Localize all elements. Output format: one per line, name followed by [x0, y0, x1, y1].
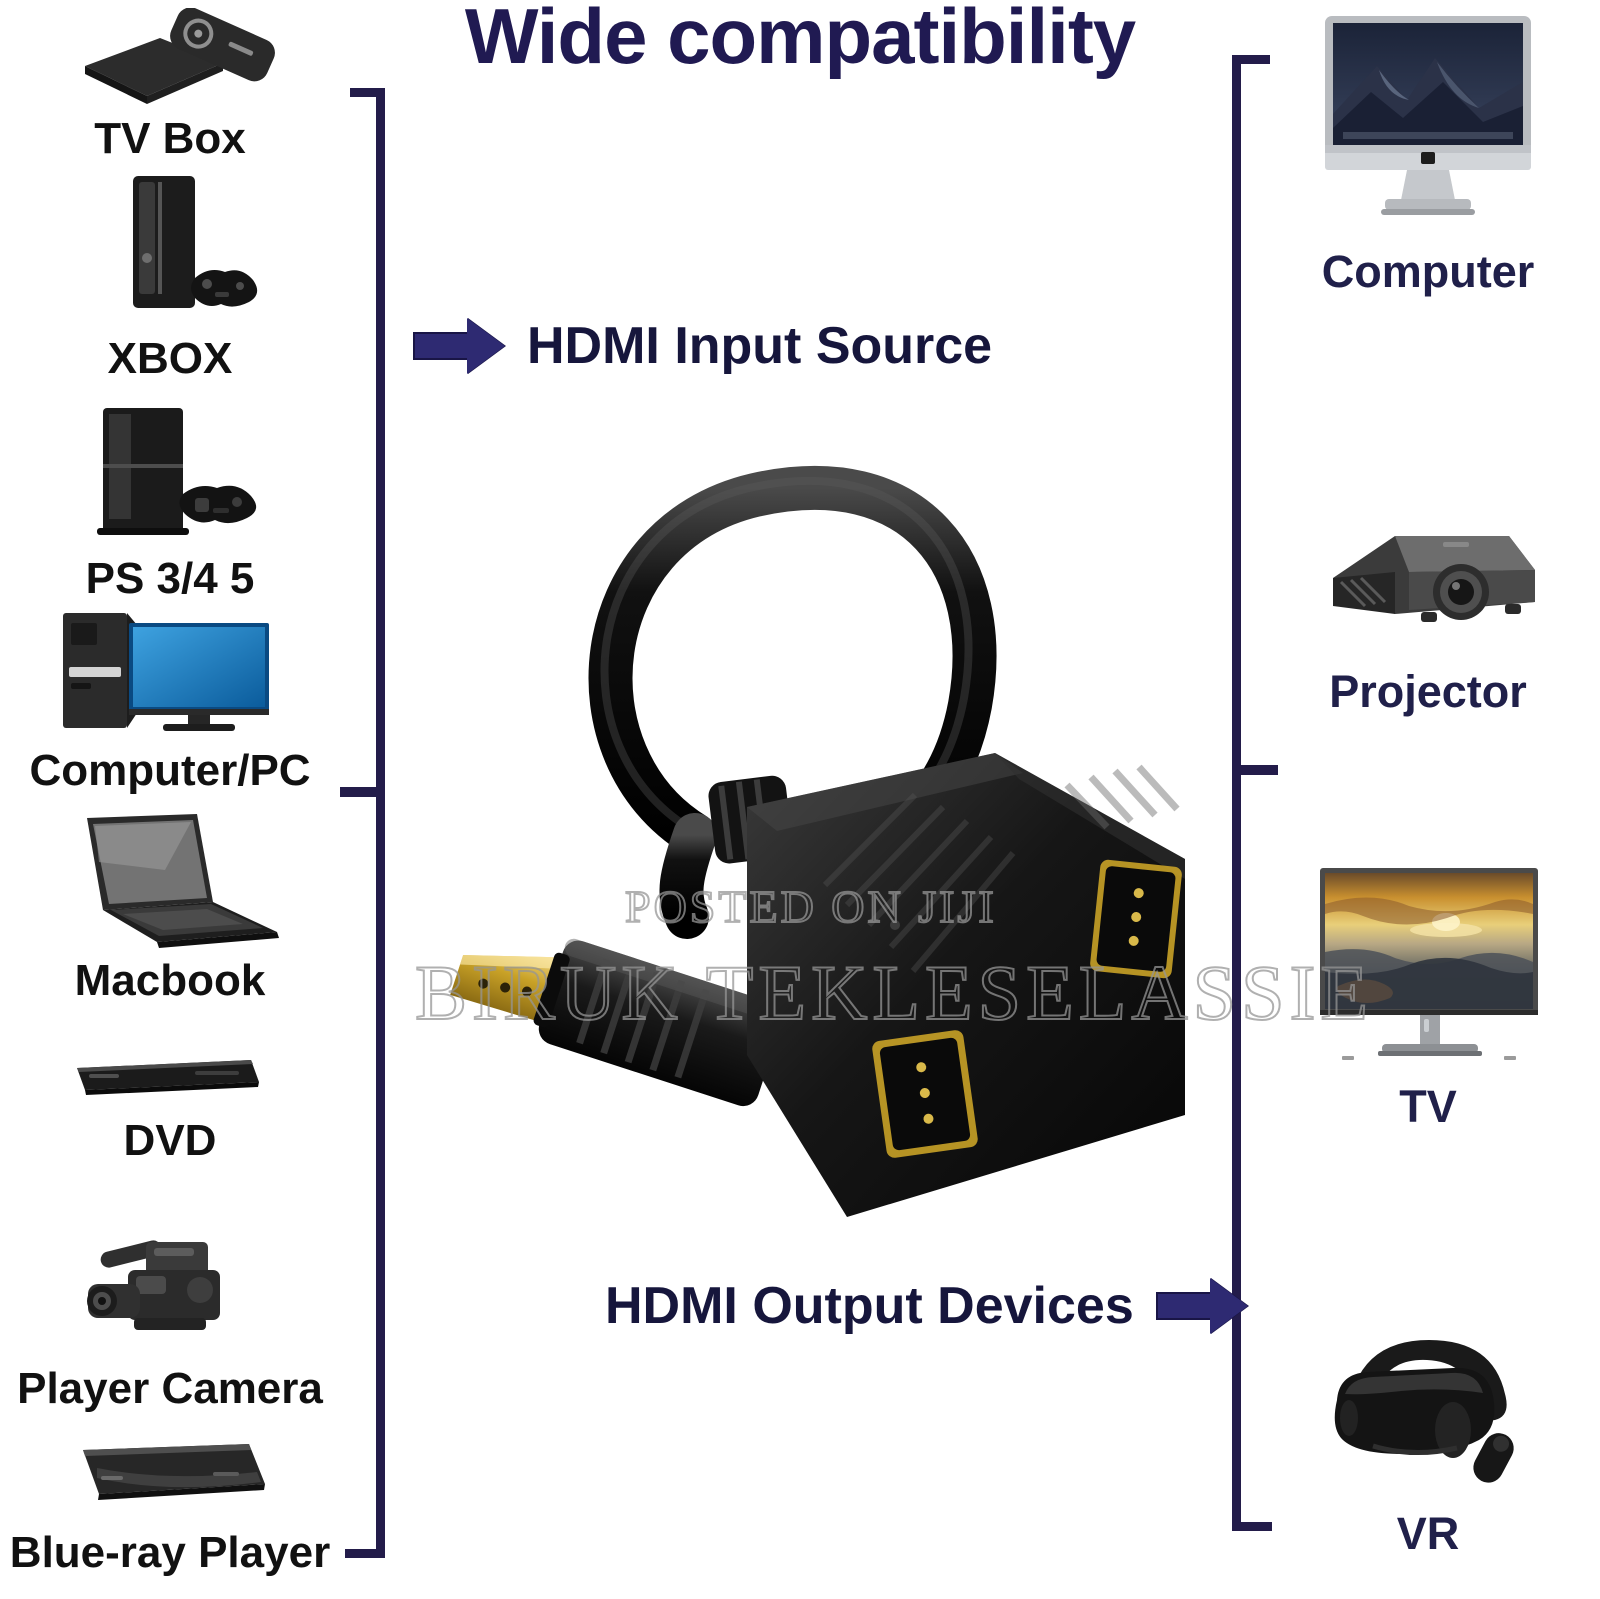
hdmi-input-source-caption: HDMI Input Source [527, 317, 993, 375]
output-item-label: VR [1396, 1508, 1460, 1559]
input-item-label: DVD [123, 1116, 217, 1165]
input-item-macbook: Macbook [0, 810, 340, 1003]
output-item-label: Computer [1321, 246, 1535, 297]
hdmi-output-devices-row: HDMI Output Devices [605, 1278, 1248, 1334]
right-bracket-top-arm [1232, 55, 1270, 64]
output-item-computer: Computer [1258, 10, 1598, 294]
input-item-label: TV Box [94, 114, 246, 163]
arrow-right-icon [1155, 1278, 1248, 1334]
input-item-bluray-player: Blue-ray Player [0, 1432, 340, 1575]
input-item-tv-box: TV Box [0, 7, 340, 163]
left-bracket-mid-tick [340, 787, 385, 797]
bluray-player-icon [0, 1432, 340, 1527]
input-item-label: PS 3/4 5 [85, 554, 255, 603]
video-camera-icon [0, 1228, 340, 1363]
input-item-label: Player Camera [17, 1364, 323, 1413]
input-item-label: Macbook [74, 956, 266, 1005]
projector-icon [1258, 510, 1598, 665]
playstation-console-icon [0, 398, 340, 553]
input-item-player-camera: Player Camera [0, 1228, 340, 1411]
tv-box-icon [0, 7, 340, 113]
input-item-label: XBOX [107, 334, 233, 383]
hdmi-input-source-row: HDMI Input Source [413, 318, 992, 374]
output-item-projector: Projector [1258, 510, 1598, 714]
hdmi-splitter-cable [395, 455, 1205, 1245]
output-item-vr: VR [1258, 1322, 1598, 1556]
desktop-computer-icon [0, 605, 340, 745]
arrow-right-icon [413, 318, 505, 374]
input-item-label: Blue-ray Player [9, 1528, 331, 1577]
hdmi-output-devices-caption: HDMI Output Devices [605, 1277, 1134, 1335]
laptop-icon [0, 810, 340, 955]
page-title: Wide compatibility [464, 0, 1136, 80]
left-bracket-bottom-arm [345, 1549, 385, 1558]
output-item-label: Projector [1329, 666, 1527, 717]
left-bracket-spine [376, 88, 385, 1558]
xbox-console-icon [0, 168, 340, 333]
vr-headset-icon [1258, 1322, 1598, 1507]
input-item-dvd: DVD [0, 1040, 340, 1163]
input-item-playstation: PS 3/4 5 [0, 398, 340, 601]
input-item-xbox: XBOX [0, 168, 340, 381]
input-item-label: Computer/PC [29, 746, 311, 795]
output-item-label: TV [1399, 1081, 1457, 1132]
tv-monitor-icon [1258, 860, 1598, 1080]
left-bracket-top-arm [350, 88, 385, 97]
dvd-player-icon [0, 1040, 340, 1115]
output-item-tv: TV [1258, 860, 1598, 1129]
imac-desktop-icon [1258, 10, 1598, 245]
right-bracket-bottom-arm [1232, 1522, 1272, 1531]
right-bracket-mid-tick [1232, 765, 1278, 775]
input-item-computer-pc: Computer/PC [0, 605, 340, 793]
right-bracket-spine [1232, 55, 1241, 1531]
